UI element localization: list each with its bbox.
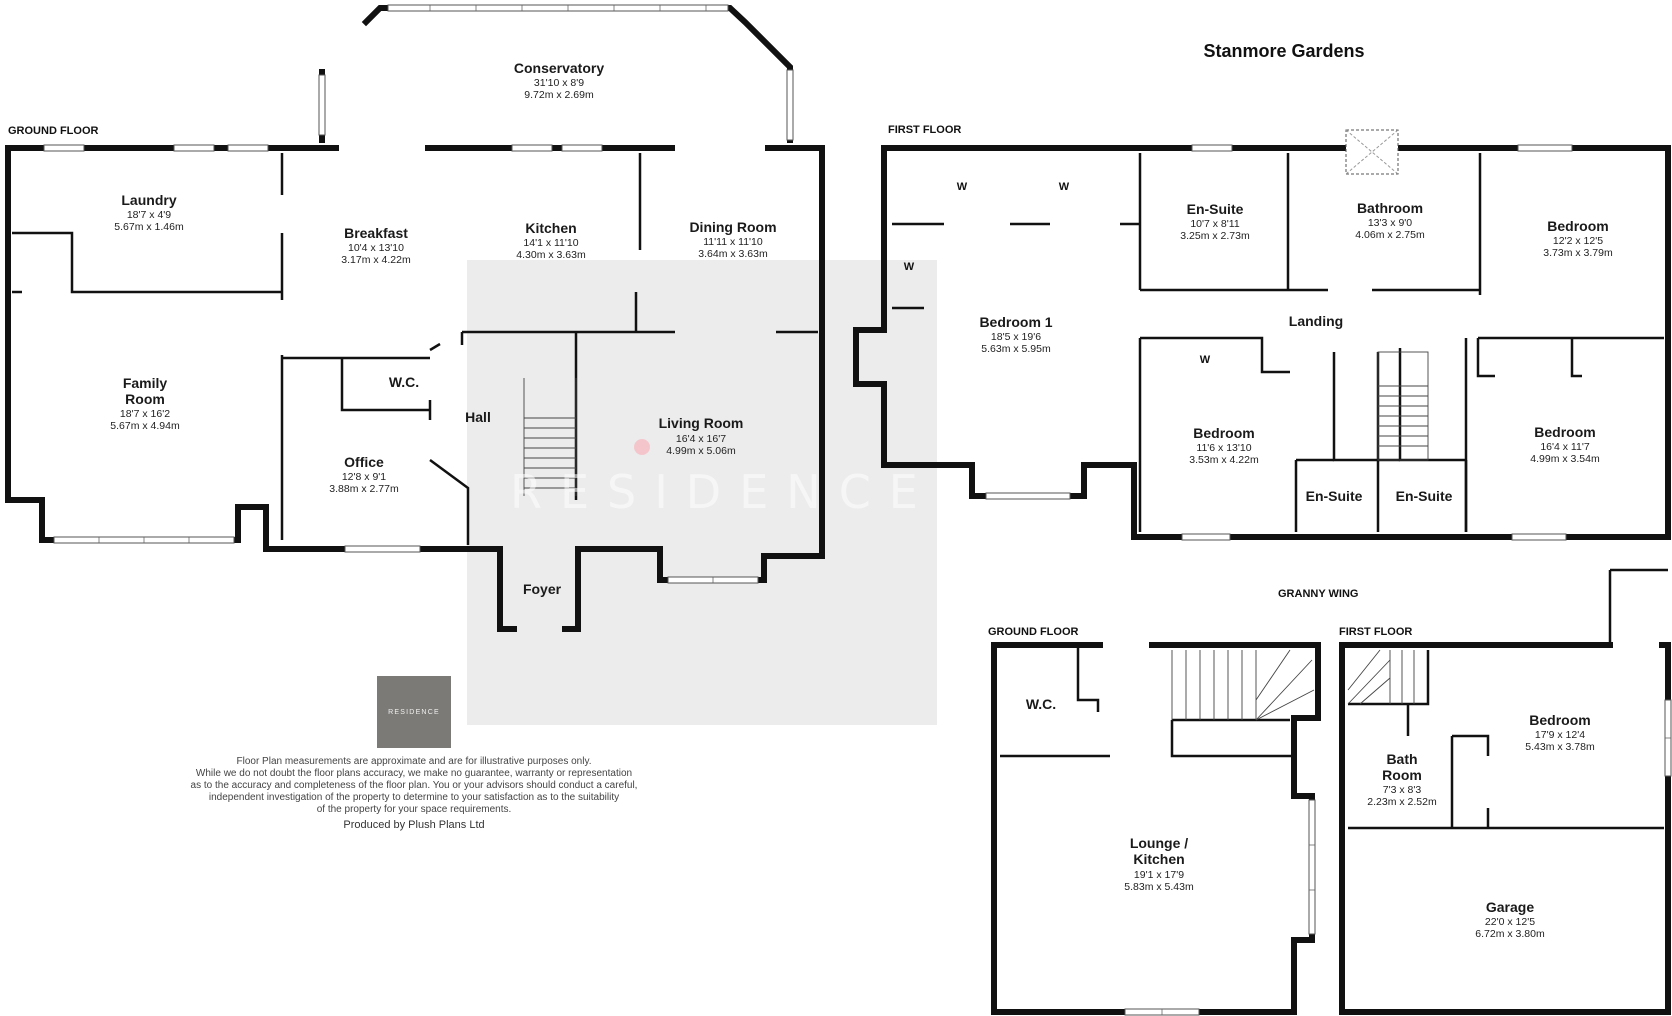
room-name-bedroom1: Bedroom 1 <box>979 314 1052 330</box>
room-name-office: Office <box>344 454 384 470</box>
room-dim-office-imperial: 12'8 x 9'1 <box>342 471 386 483</box>
room-name-hall: Hall <box>465 409 491 425</box>
room-name-bedroom-mid: Bedroom <box>1193 425 1254 441</box>
room-name-lounge-2: Kitchen <box>1133 851 1184 867</box>
granny-first-walls <box>1339 568 1671 1015</box>
room-dim-bath-imperial: 7'3 x 8'3 <box>1383 784 1422 796</box>
floor-label-main-ground: GROUND FLOOR <box>8 125 98 137</box>
room-dim-ensuite-top-imperial: 10'7 x 8'11 <box>1190 218 1240 230</box>
room-dim-family-metric: 5.67m x 4.94m <box>110 420 180 432</box>
room-name-granny-bedroom: Bedroom <box>1529 712 1590 728</box>
room-dim-bedroom-se-metric: 4.99m x 3.54m <box>1530 453 1600 465</box>
room-dim-kitchen-metric: 4.30m x 3.63m <box>516 249 586 261</box>
room-name-wc: W.C. <box>389 374 419 390</box>
wardrobe-label: W <box>1059 181 1070 193</box>
room-dim-bath-metric: 2.23m x 2.52m <box>1367 796 1437 808</box>
room-dim-breakfast-imperial: 10'4 x 13'10 <box>348 242 404 254</box>
residence-logo <box>377 676 451 748</box>
first-floor-staircase <box>1377 351 1429 461</box>
floor-label-granny-ground: GROUND FLOOR <box>988 626 1078 638</box>
disclaimer-line: of the property for your space requireme… <box>317 804 512 815</box>
room-dim-conservatory-imperial: 31'10 x 8'9 <box>534 77 584 89</box>
main-staircase <box>523 378 577 496</box>
room-dim-bedroom-mid-imperial: 11'6 x 13'10 <box>1196 442 1251 454</box>
floor-label-granny-first: FIRST FLOOR <box>1339 626 1412 638</box>
room-dim-living-imperial: 16'4 x 16'7 <box>676 433 726 445</box>
room-name-ensuite-b: En-Suite <box>1396 488 1453 504</box>
granny-ground-windows <box>1124 799 1316 1016</box>
room-dim-bedroom-mid-metric: 3.53m x 4.22m <box>1189 454 1259 466</box>
room-name-bath-2: Room <box>1382 767 1422 783</box>
room-name-laundry: Laundry <box>121 192 176 208</box>
room-dim-garage-imperial: 22'0 x 12'5 <box>1485 916 1535 928</box>
property-title: Stanmore Gardens <box>1203 41 1364 61</box>
room-dim-lounge-metric: 5.83m x 5.43m <box>1124 881 1194 893</box>
main-ground-windows <box>43 4 794 584</box>
room-dim-lounge-imperial: 19'1 x 17'9 <box>1134 869 1184 881</box>
room-dim-kitchen-imperial: 14'1 x 11'10 <box>523 237 578 249</box>
disclaimer-line: Floor Plan measurements are approximate … <box>237 756 592 767</box>
main-first-windows <box>985 129 1573 541</box>
room-name-garage: Garage <box>1486 899 1534 915</box>
room-name-ensuite-a: En-Suite <box>1306 488 1363 504</box>
disclaimer-line: as to the accuracy and completeness of t… <box>191 780 638 791</box>
room-dim-bedroom1-metric: 5.63m x 5.95m <box>981 343 1051 355</box>
room-dim-living-metric: 4.99m x 5.06m <box>666 445 736 457</box>
room-name-family-1: Family <box>123 375 168 391</box>
room-name-dining: Dining Room <box>689 219 776 235</box>
room-dim-bathroom-imperial: 13'3 x 9'0 <box>1368 217 1412 229</box>
room-dim-bedroom-ne-imperial: 12'2 x 12'5 <box>1553 235 1603 247</box>
room-name-foyer: Foyer <box>523 581 562 597</box>
main-first-floor-walls <box>853 145 1671 540</box>
granny-first-staircase <box>1347 649 1415 705</box>
room-dim-laundry-metric: 5.67m x 1.46m <box>114 221 184 233</box>
watermark: RESIDENCE <box>510 465 936 519</box>
disclaimer-line: independent investigation of the propert… <box>209 792 619 803</box>
room-name-bathroom: Bathroom <box>1357 200 1423 216</box>
watermark-dot <box>634 439 650 455</box>
wardrobe-label: W <box>957 181 968 193</box>
room-dim-granny-bedroom-imperial: 17'9 x 12'4 <box>1535 729 1585 741</box>
room-name-lounge-1: Lounge / <box>1130 835 1188 851</box>
residence-logo-text: RESIDENCE <box>388 709 440 716</box>
granny-first-windows <box>1664 699 1672 777</box>
room-dim-dining-imperial: 11'11 x 11'10 <box>703 236 763 248</box>
room-dim-family-imperial: 18'7 x 16'2 <box>120 408 170 420</box>
room-name-living: Living Room <box>659 415 744 431</box>
room-dim-breakfast-metric: 3.17m x 4.22m <box>341 254 411 266</box>
room-dim-conservatory-metric: 9.72m x 2.69m <box>524 89 594 101</box>
room-name-family-2: Room <box>125 391 165 407</box>
room-name-granny-wc: W.C. <box>1026 696 1056 712</box>
room-dim-bedroom-ne-metric: 3.73m x 3.79m <box>1543 247 1613 259</box>
floor-label-granny-wing: GRANNY WING <box>1278 588 1358 600</box>
room-dim-granny-bedroom-metric: 5.43m x 3.78m <box>1525 741 1595 753</box>
producer-credit: Produced by Plush Plans Ltd <box>343 819 484 831</box>
wardrobe-label: W <box>1200 354 1211 366</box>
room-dim-garage-metric: 6.72m x 3.80m <box>1475 928 1545 940</box>
room-dim-office-metric: 3.88m x 2.77m <box>329 483 399 495</box>
floor-label-main-first: FIRST FLOOR <box>888 124 961 136</box>
room-dim-laundry-imperial: 18'7 x 4'9 <box>127 209 171 221</box>
room-name-bedroom-ne: Bedroom <box>1547 218 1608 234</box>
disclaimer-line: While we do not doubt the floor plans ac… <box>196 768 632 779</box>
granny-ground-staircase <box>1171 649 1315 721</box>
room-name-ensuite-top: En-Suite <box>1187 201 1244 217</box>
room-name-kitchen: Kitchen <box>525 220 576 236</box>
room-name-breakfast: Breakfast <box>344 225 408 241</box>
room-name-conservatory: Conservatory <box>514 60 604 76</box>
room-dim-dining-metric: 3.64m x 3.63m <box>698 248 768 260</box>
room-dim-ensuite-top-metric: 3.25m x 2.73m <box>1180 230 1250 242</box>
room-dim-bathroom-metric: 4.06m x 2.75m <box>1355 229 1425 241</box>
room-dim-bedroom1-imperial: 18'5 x 19'6 <box>991 331 1041 343</box>
room-name-bath-1: Bath <box>1386 751 1417 767</box>
room-dim-bedroom-se-imperial: 16'4 x 11'7 <box>1540 441 1590 453</box>
room-name-landing: Landing <box>1289 313 1343 329</box>
wardrobe-label: W <box>904 261 915 273</box>
room-name-bedroom-se: Bedroom <box>1534 424 1595 440</box>
